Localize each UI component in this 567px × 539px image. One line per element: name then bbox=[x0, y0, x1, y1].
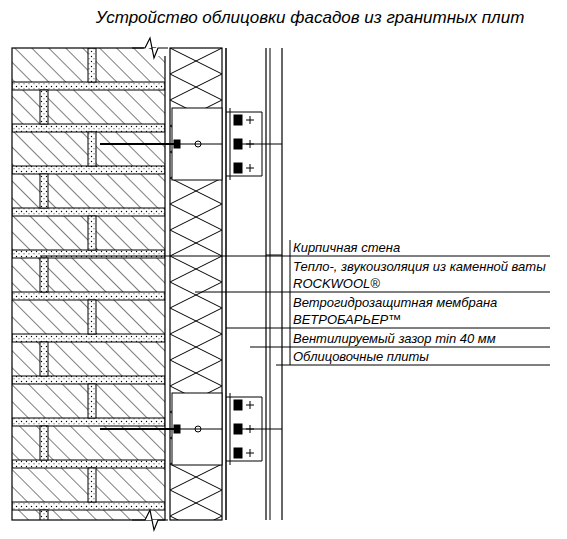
mortar-joint bbox=[12, 124, 165, 132]
leader-label: Кирпичная стена bbox=[293, 239, 551, 256]
rail bbox=[230, 393, 231, 465]
mortar-fill bbox=[12, 124, 165, 132]
mortar-fill bbox=[88, 384, 96, 418]
mortar-fill bbox=[40, 258, 48, 292]
clamp bbox=[234, 448, 242, 458]
mortar-fill bbox=[40, 426, 48, 460]
brick-hatch bbox=[12, 48, 165, 520]
mortar-fill bbox=[88, 132, 96, 166]
bolt bbox=[195, 426, 201, 432]
bolt bbox=[195, 141, 201, 147]
mortar-joint bbox=[40, 342, 48, 376]
fixing bbox=[242, 429, 282, 430]
mortar-joint bbox=[12, 208, 165, 216]
mortar-fill bbox=[88, 468, 96, 502]
mortar-joint bbox=[88, 468, 96, 502]
anchor bbox=[100, 143, 178, 145]
bracket-arm bbox=[226, 176, 262, 177]
diagram-title: Устройство облицовки фасадов из гранитны… bbox=[96, 8, 525, 28]
screw bbox=[250, 449, 251, 457]
mortar-joint bbox=[88, 384, 96, 418]
mortar-fill bbox=[88, 216, 96, 250]
screw bbox=[250, 116, 251, 124]
anchor bbox=[100, 428, 178, 430]
mortar-joint bbox=[12, 418, 165, 426]
clamp bbox=[234, 139, 242, 149]
clamp bbox=[234, 400, 242, 410]
mortar-fill bbox=[40, 510, 48, 520]
bracket-arm bbox=[226, 461, 262, 462]
leader-label: Облицовочные плиты bbox=[293, 348, 551, 365]
mortar-fill bbox=[12, 208, 165, 216]
mortar-fill bbox=[12, 292, 165, 300]
mortar-fill bbox=[12, 502, 165, 510]
anchor-head bbox=[174, 425, 180, 433]
mortar-fill bbox=[12, 418, 165, 426]
rail bbox=[230, 108, 231, 180]
mortar-joint bbox=[12, 250, 165, 258]
bracket bbox=[172, 393, 222, 465]
mortar-fill bbox=[88, 48, 96, 82]
mortar-joint bbox=[12, 460, 165, 468]
mortar-joint bbox=[12, 334, 165, 342]
mortar-fill bbox=[12, 376, 165, 384]
screw bbox=[250, 164, 251, 172]
leader-label: Вентилируемый зазор min 40 мм bbox=[293, 330, 551, 347]
mortar-fill bbox=[12, 166, 165, 174]
clamp bbox=[234, 115, 242, 125]
mortar-joint bbox=[12, 376, 165, 384]
mortar-fill bbox=[40, 342, 48, 376]
anchor-head bbox=[174, 140, 180, 148]
bracket bbox=[172, 108, 222, 180]
clamp bbox=[234, 424, 242, 434]
mortar-fill bbox=[12, 460, 165, 468]
mortar-joint bbox=[12, 502, 165, 510]
mortar-fill bbox=[12, 82, 165, 90]
mortar-joint bbox=[12, 292, 165, 300]
mortar-joint bbox=[88, 300, 96, 334]
mortar-fill bbox=[40, 174, 48, 208]
mortar-joint bbox=[88, 132, 96, 166]
mortar-fill bbox=[12, 334, 165, 342]
mortar-joint bbox=[88, 48, 96, 82]
clamp bbox=[234, 163, 242, 173]
mortar-joint bbox=[12, 166, 165, 174]
leader-label: Ветрогидрозащитная мембрана ВЕТРОБАРЬЕР™ bbox=[293, 294, 551, 328]
mortar-fill bbox=[88, 300, 96, 334]
mortar-joint bbox=[12, 82, 165, 90]
mortar-fill bbox=[12, 250, 165, 258]
mortar-fill bbox=[40, 90, 48, 124]
mortar-joint bbox=[40, 90, 48, 124]
mortar-joint bbox=[40, 258, 48, 292]
mortar-joint bbox=[40, 510, 48, 520]
bracket-arm bbox=[226, 397, 262, 398]
brick-wall bbox=[12, 48, 165, 520]
screw bbox=[250, 401, 251, 409]
mortar-joint bbox=[40, 174, 48, 208]
mortar-joint bbox=[88, 216, 96, 250]
bracket-arm bbox=[226, 112, 262, 113]
leader-label: Тепло-, звукоизоляция из каменной ваты R… bbox=[293, 258, 551, 292]
bracket-group bbox=[100, 108, 282, 465]
fixing bbox=[242, 144, 282, 145]
mortar-joint bbox=[40, 426, 48, 460]
